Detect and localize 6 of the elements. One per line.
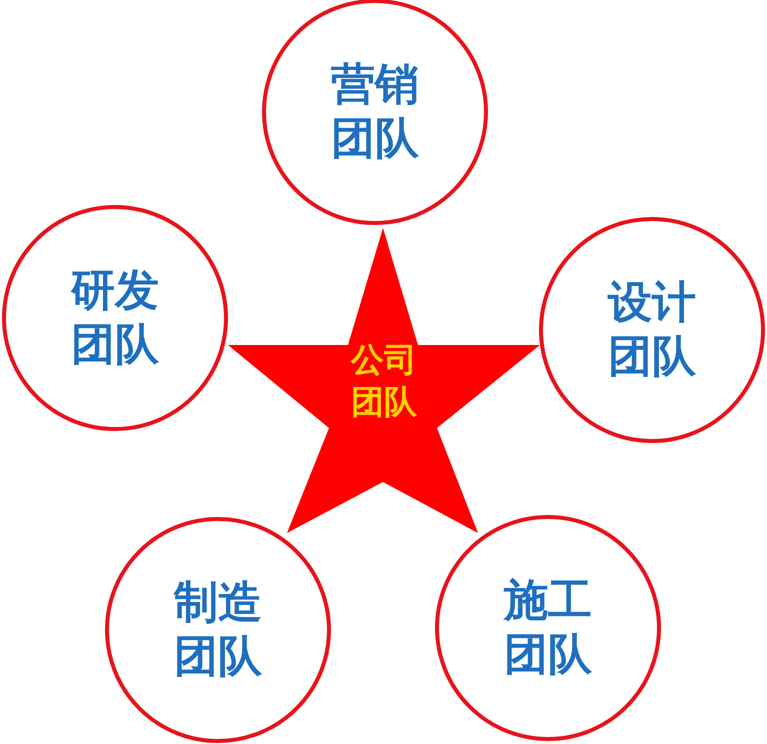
team-label: 营销团队 — [330, 58, 420, 166]
team-label: 制造团队 — [172, 576, 263, 684]
team-label: 施工团队 — [502, 574, 593, 682]
team-label: 研发团队 — [70, 264, 160, 372]
center-label: 公司团队 — [350, 339, 418, 423]
team-label: 设计团队 — [606, 276, 697, 384]
